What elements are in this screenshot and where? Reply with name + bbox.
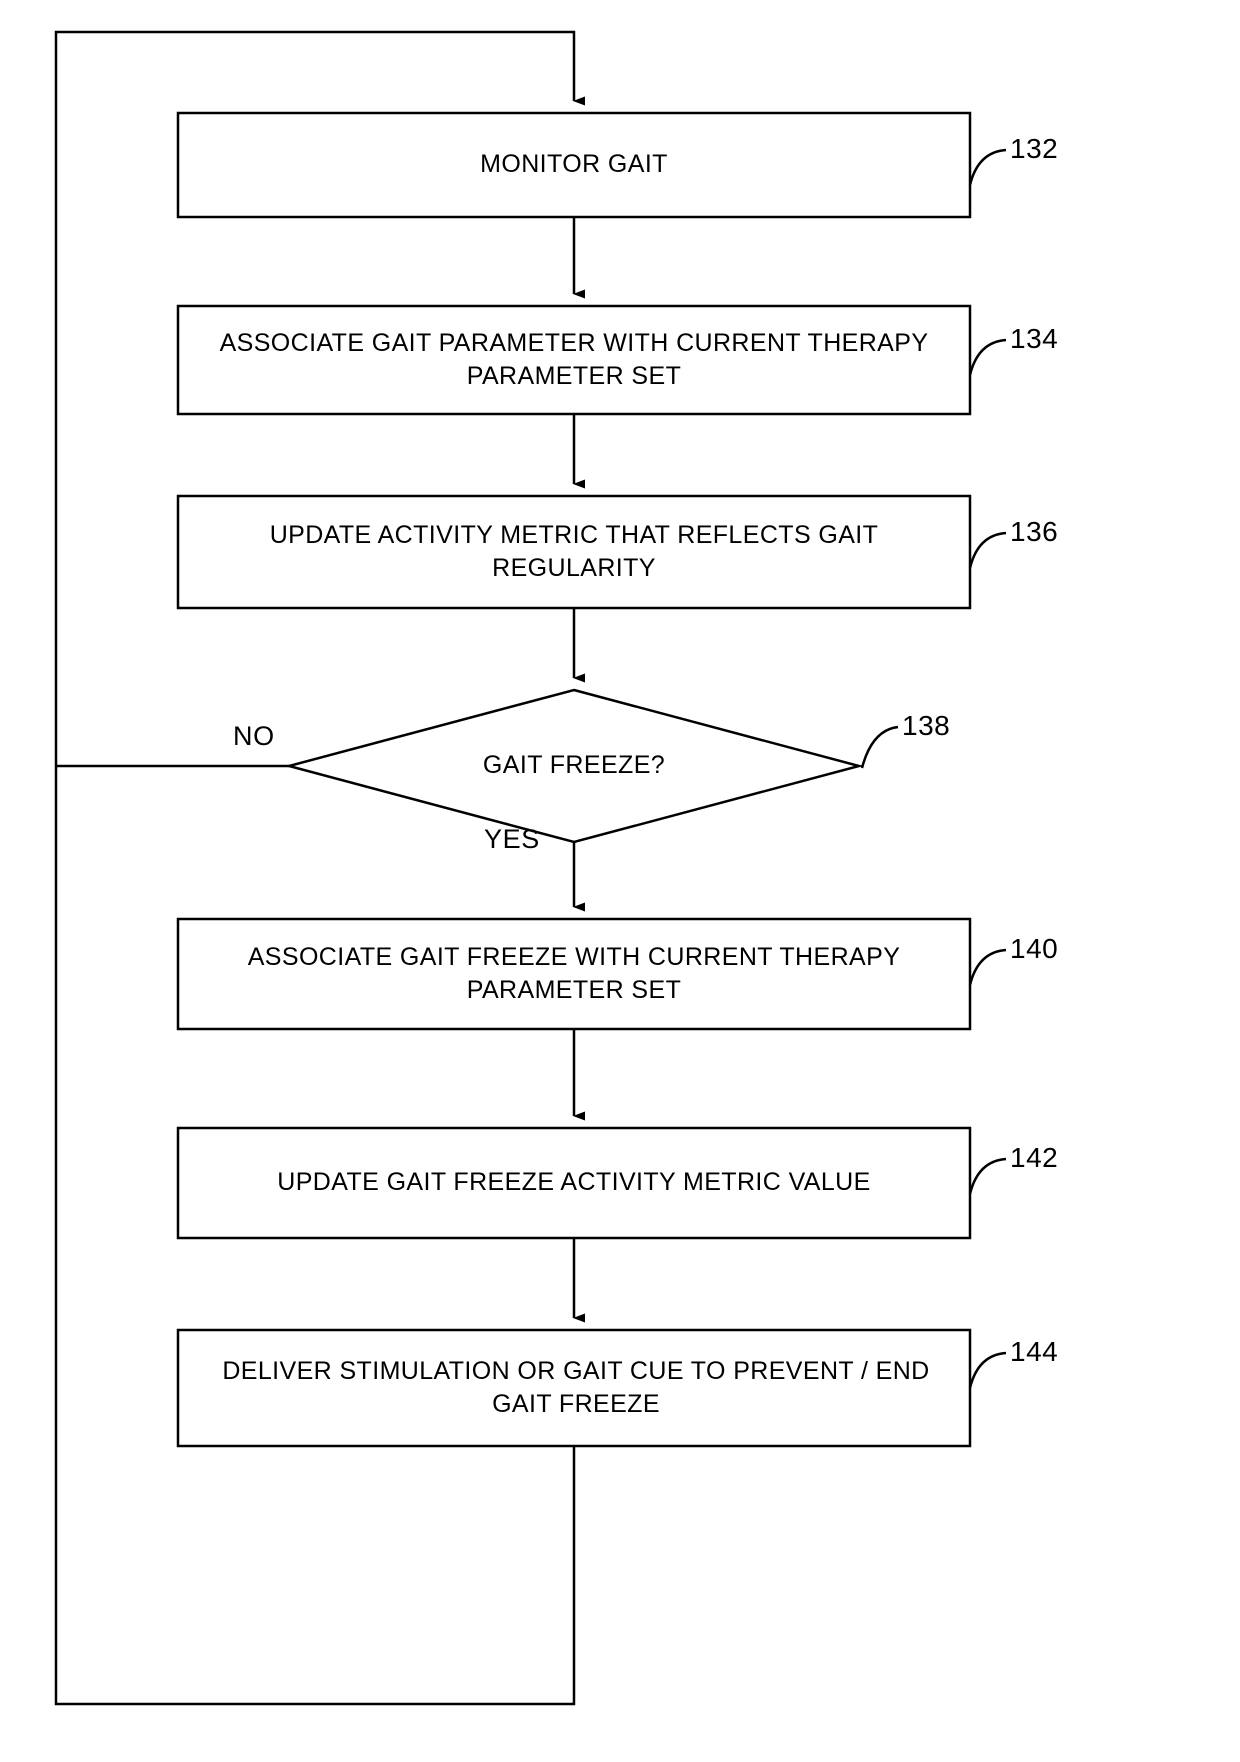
leader-line-140 [968,948,1007,986]
leader-line-134 [968,338,1007,376]
leader-line-132 [968,148,1007,186]
reference-numeral-134: 134 [1010,323,1059,354]
node-shapes [176,111,972,1448]
reference-numeral-142: 142 [1010,1142,1059,1173]
reference-numeral-138: 138 [902,710,951,741]
leader-line-142 [968,1157,1007,1195]
reference-numeral-136: 136 [1010,516,1059,547]
connector-loop-return [54,30,585,1706]
node-rect-deliver-stimulation[interactable] [176,1328,972,1448]
flow-connectors [54,30,585,1706]
node-diamond-gait-freeze-decision[interactable] [284,688,864,844]
node-rect-monitor-gait[interactable] [176,111,972,219]
node-rect-associate-gait-freeze[interactable] [176,917,972,1031]
node-rect-update-activity-metric[interactable] [176,494,972,610]
branch-label-yes: YES [484,824,540,854]
leader-line-136 [968,531,1007,569]
reference-numeral-132: 132 [1010,133,1059,164]
branch-label-no: NO [233,721,275,751]
node-rect-update-gait-freeze-metric[interactable] [176,1126,972,1240]
reference-leader-lines [860,148,1007,1389]
reference-numeral-144: 144 [1010,1336,1059,1367]
reference-numeral-140: 140 [1010,933,1059,964]
leader-line-144 [968,1351,1007,1389]
node-rect-associate-gait-parameter[interactable] [176,304,972,416]
leader-line-138 [860,725,899,769]
